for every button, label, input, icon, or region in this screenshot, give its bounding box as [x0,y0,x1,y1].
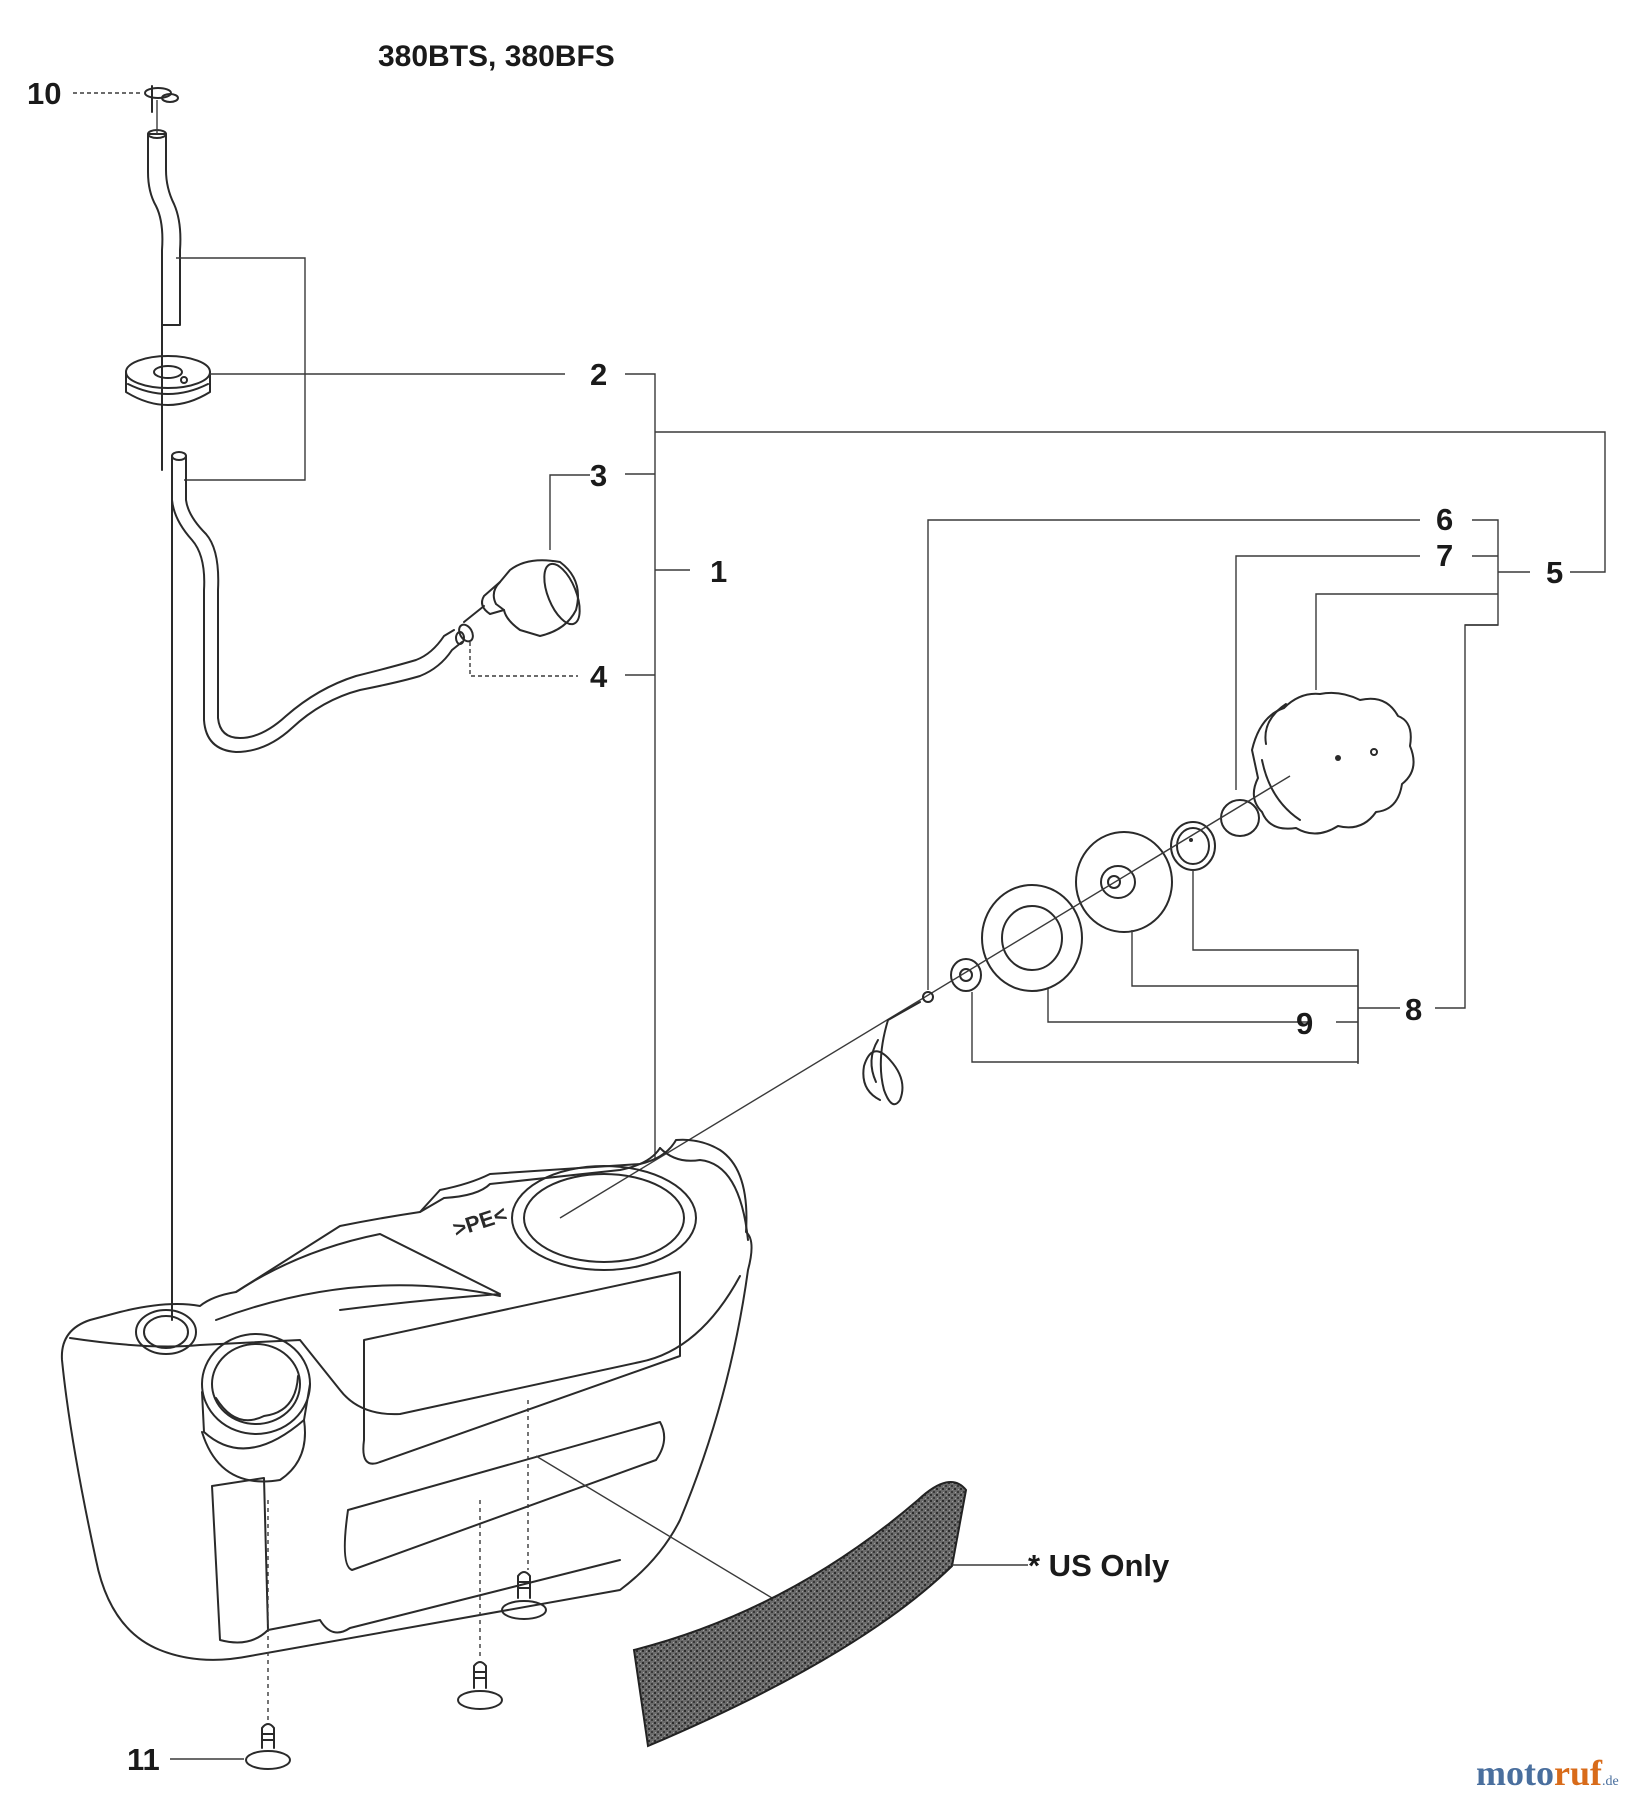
watermark-logo: motoruf.de [1476,1753,1619,1793]
callout-5: 5 [1546,555,1563,590]
leader-6 [927,519,1420,990]
small-washer-part [950,958,982,992]
us-only-note: * US Only [1028,1548,1170,1583]
callout-7: 7 [1436,538,1453,573]
fuel-filter-part [463,559,581,637]
hose-clamp-part [455,623,474,645]
leader-7 [1235,555,1420,790]
group-5-line [655,431,1606,573]
hose-bracket [176,257,306,481]
callout-4: 4 [590,659,608,694]
tank-marking: >PE< [450,1201,510,1242]
screw-part-2 [457,1661,503,1710]
fuel-hose-lower [171,451,463,1321]
clip-part [144,85,179,113]
callout-6: 6 [1436,502,1453,537]
leader-3 [549,474,590,550]
svg-text:motoruf.de: motoruf.de [1476,1753,1619,1793]
callout-11: 11 [127,1742,160,1777]
us-decal-part [632,1481,968,1748]
vent-seal-part [1170,821,1216,871]
screw-part-1 [245,1723,291,1770]
callout-2: 2 [590,357,607,392]
fuel-hose-upper [147,100,182,326]
group-1-line [625,373,656,1160]
callout-10: 10 [27,76,61,111]
callout-9: 9 [1296,1006,1313,1041]
leader-4 [469,642,578,677]
washer-part [981,884,1083,992]
callout-3: 3 [590,458,607,493]
callout-8: 8 [1405,992,1422,1027]
screw-part-3 [501,1571,547,1620]
callout-1: 1 [710,554,727,589]
vent-part [1220,799,1260,837]
fuel-strainer-part [862,991,934,1106]
fuel-cap-part [1251,691,1415,835]
fuel-tank-part: >PE< [60,1138,753,1661]
cap-gasket-part [1075,831,1173,933]
grommet-part [125,324,211,471]
diagram-title: 380BTS, 380BFS [378,40,615,73]
